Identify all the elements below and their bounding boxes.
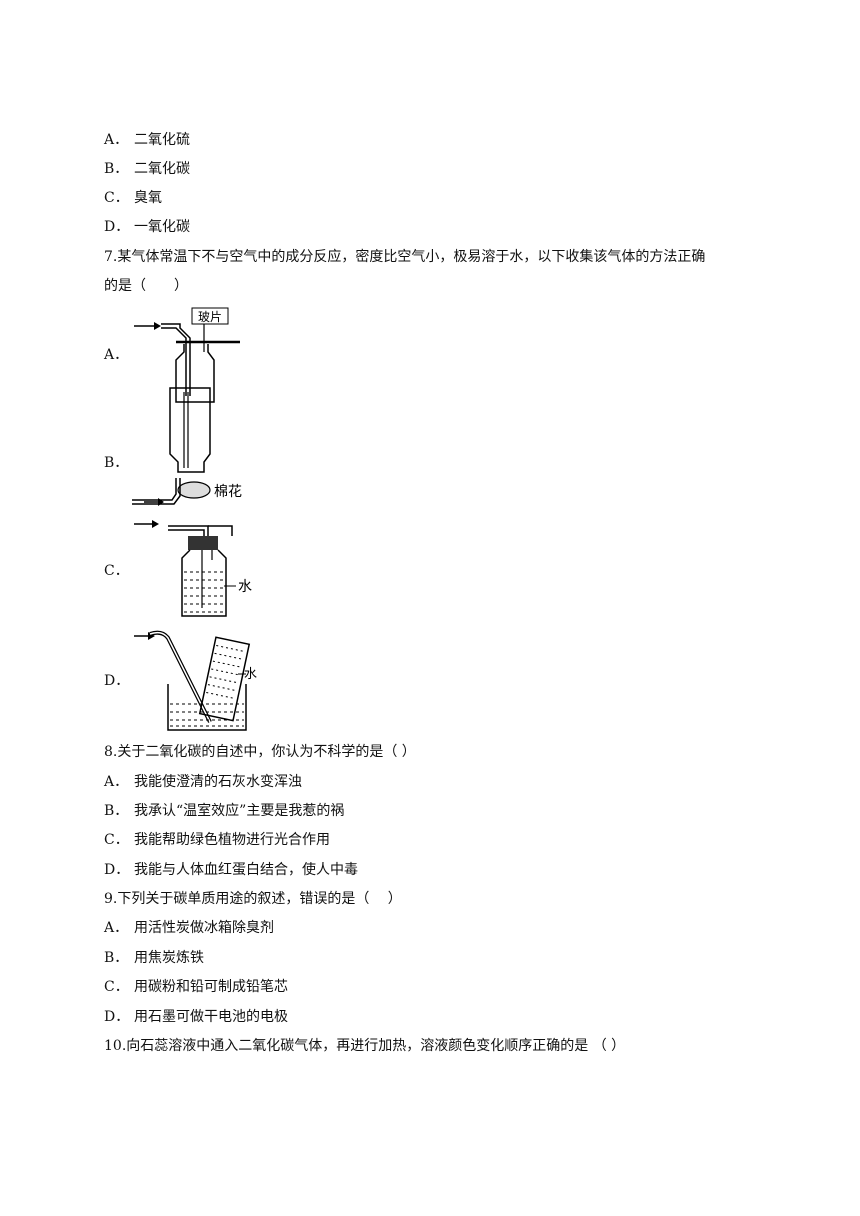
option-letter: A． (104, 774, 129, 790)
q8-option-d: D．我能与人体血红蛋白结合，使人中毒 (104, 860, 358, 880)
option-letter: B． (104, 803, 129, 819)
option-letter: B． (104, 950, 129, 966)
option-letter: C． (104, 979, 129, 995)
q6-option-c: C． 臭氧 (104, 188, 162, 208)
q9-option-a: A． 用活性炭做冰箱除臭剂 (104, 918, 274, 938)
q8-stem: 8.关于二氧化碳的自述中，你认为不科学的是（ ） (104, 744, 416, 760)
option-text: 臭氧 (134, 190, 162, 206)
option-text: 二氧化碳 (134, 161, 190, 177)
option-text: 用焦炭炼铁 (134, 950, 204, 966)
option-text: 一氧化碳 (134, 219, 190, 235)
q6-option-b: B． 二氧化碳 (104, 159, 190, 179)
water-label: 水 (244, 667, 257, 682)
option-text: 我能帮助绿色植物进行光合作用 (134, 832, 330, 848)
option-letter: D． (104, 862, 130, 878)
water-label: 水 (238, 579, 252, 595)
q9-option-b: B． 用焦炭炼铁 (104, 948, 204, 968)
option-letter: A． (104, 920, 129, 936)
option-text: 我承认“温室效应”主要是我惹的祸 (134, 803, 345, 819)
q9-option-c: C． 用碳粉和铅可制成铅笔芯 (104, 977, 288, 997)
figure-c-water-bottle: 水 (134, 520, 252, 617)
option-text: 我能使澄清的石灰水变浑浊 (134, 774, 302, 790)
option-text: 用活性炭做冰箱除臭剂 (134, 920, 274, 936)
q6-option-d: D．一氧化碳 (104, 217, 190, 237)
figure-b-downward-air-collection: 棉花 (132, 387, 242, 506)
q7-stem-line2: 的是（ ） (104, 278, 188, 294)
option-text: 我能与人体血红蛋白结合，使人中毒 (134, 862, 358, 878)
q7-figure-c-letter: C． (104, 563, 129, 579)
q7-stem-line1: 7.某气体常温下不与空气中的成分反应，密度比空气小，极易溶于水，以下收集该气体的… (104, 249, 706, 265)
option-letter: A． (104, 132, 129, 148)
option-letter: B． (104, 161, 129, 177)
q9-option-d: D．用石墨可做干电池的电极 (104, 1007, 288, 1027)
figure-d-water-displacement: 水 (134, 630, 257, 731)
glass-plate-label: 玻片 (198, 310, 222, 324)
q8-option-a: A． 我能使澄清的石灰水变浑浊 (104, 772, 302, 792)
option-letter: D． (104, 219, 130, 235)
option-text: 二氧化硫 (134, 132, 190, 148)
option-text: 用石墨可做干电池的电极 (134, 1009, 288, 1025)
q9-stem: 9.下列关于碳单质用途的叙述，错误的是（ ） (104, 891, 402, 907)
cotton-label: 棉花 (214, 483, 242, 500)
option-text: 用碳粉和铅可制成铅笔芯 (134, 979, 288, 995)
q7-figure-d-letter: D． (104, 673, 130, 689)
option-letter: D． (104, 1009, 130, 1025)
q6-option-a: A． 二氧化硫 (104, 130, 190, 150)
q8-option-b: B． 我承认“温室效应”主要是我惹的祸 (104, 801, 344, 821)
option-letter: C． (104, 190, 129, 206)
option-letter: C． (104, 832, 129, 848)
q10-stem: 10.向石蕊溶液中通入二氧化碳气体，再进行加热，溶液颜色变化顺序正确的是 （ ） (104, 1038, 626, 1054)
q7-figure-a-letter: A． (104, 347, 129, 363)
figure-a-upward-air-collection: 玻片 (134, 307, 240, 403)
q8-option-c: C． 我能帮助绿色植物进行光合作用 (104, 830, 330, 850)
q7-figure-b-letter: B． (104, 455, 129, 471)
